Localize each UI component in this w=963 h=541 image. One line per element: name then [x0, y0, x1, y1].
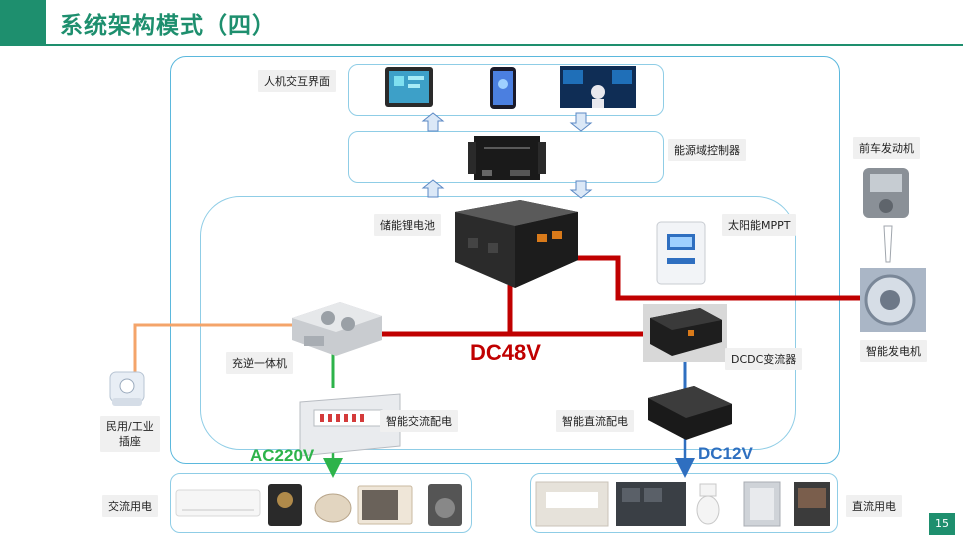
- page-title: 系统架构模式（四）: [60, 13, 276, 39]
- dc-load-images: [535, 481, 830, 527]
- ac-distribution-label: 智能交流配电: [380, 410, 458, 432]
- header-accent-bar: [0, 0, 46, 46]
- battery-label: 储能锂电池: [374, 214, 441, 236]
- solar-mppt-label: 太阳能MPPT: [722, 214, 797, 236]
- inverter-image: [292, 302, 382, 356]
- system-frame: [170, 56, 840, 464]
- dc-load-label: 直流用电: [846, 495, 902, 517]
- hmi-images: [385, 66, 636, 109]
- controller-label: 能源域控制器: [668, 139, 746, 161]
- down-arrow-icon: [569, 112, 593, 132]
- socket-label: 民用/工业 插座: [100, 416, 160, 452]
- inverter-label: 充逆一体机: [226, 352, 293, 374]
- dc-distribution-image: [648, 386, 732, 440]
- alternator-image: [860, 268, 926, 332]
- socket-image: [109, 371, 145, 406]
- air-conditioner-image: [175, 489, 261, 517]
- up-arrow-icon: [421, 112, 445, 132]
- ac-load-label: 交流用电: [102, 495, 158, 517]
- engine-image: [863, 168, 909, 263]
- hmi-label: 人机交互界面: [258, 70, 336, 92]
- socket-connection-line: [133, 323, 292, 372]
- dc12v-label: DC12V: [698, 444, 753, 463]
- dc-distribution-label: 智能直流配电: [556, 410, 634, 432]
- mppt-image: [656, 221, 706, 285]
- toilet-image: [696, 495, 720, 525]
- header-divider: [46, 44, 963, 46]
- rice-cooker-image: [314, 493, 352, 523]
- page-number: 15: [929, 513, 955, 535]
- dc48v-label: DC48V: [470, 340, 541, 365]
- alternator-label: 智能发电机: [860, 340, 927, 362]
- down-arrow-icon: [569, 180, 593, 199]
- up-arrow-icon: [421, 179, 445, 198]
- engine-label: 前车发动机: [853, 137, 920, 159]
- controller-image: [468, 136, 546, 180]
- power-domain-frame: [200, 196, 796, 450]
- dcdc-image: [643, 304, 727, 362]
- battery-image: [455, 200, 578, 288]
- ac220v-label: AC220V: [250, 446, 315, 465]
- dc48-bus: [375, 255, 862, 337]
- ac-load-images: [175, 484, 462, 526]
- signal-arrows: [421, 112, 593, 199]
- dcdc-label: DCDC变流器: [725, 348, 803, 370]
